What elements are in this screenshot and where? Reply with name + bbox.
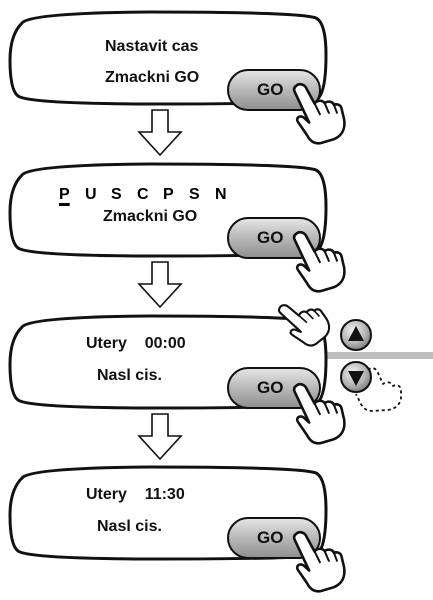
dashed-hand-icon [355, 367, 402, 412]
go-button-1[interactable]: GO [257, 80, 284, 99]
day-3: C [137, 186, 149, 203]
panel-1-line-1: Nastavit cas [105, 38, 199, 55]
day-5: S [189, 186, 200, 203]
down-arrow-icon [138, 261, 182, 308]
side-bar [312, 352, 433, 359]
up-triangle-glyph [348, 326, 364, 341]
go-button-2[interactable]: GO [257, 228, 284, 247]
panel-3-line-1: Utery 00:00 [86, 335, 186, 352]
day-4: P [163, 186, 174, 203]
down-arrow-icon [138, 109, 182, 156]
day-0: P [59, 186, 70, 203]
panel-3-line-2: Nasl cis. [97, 367, 162, 384]
down-arrow-icon [138, 413, 182, 460]
go-button-4[interactable]: GO [257, 528, 284, 547]
go-button-2-shape [227, 217, 321, 259]
panel-4-line-1: Utery 11:30 [86, 486, 185, 503]
day-6: N [215, 186, 227, 203]
day-2: S [111, 186, 122, 203]
panel-2-line-2: Zmackni GO [103, 208, 198, 225]
panel-1-line-2: Zmackni GO [105, 69, 200, 86]
day-selector: P U S C P S N [59, 186, 241, 204]
day-1: U [85, 186, 97, 203]
go-button-1-shape [227, 69, 321, 111]
panel-4-line-2: Nasl cis. [97, 518, 162, 535]
go-button-3[interactable]: GO [257, 378, 284, 397]
down-triangle-glyph [348, 371, 364, 386]
go-button-4-shape [227, 517, 321, 559]
